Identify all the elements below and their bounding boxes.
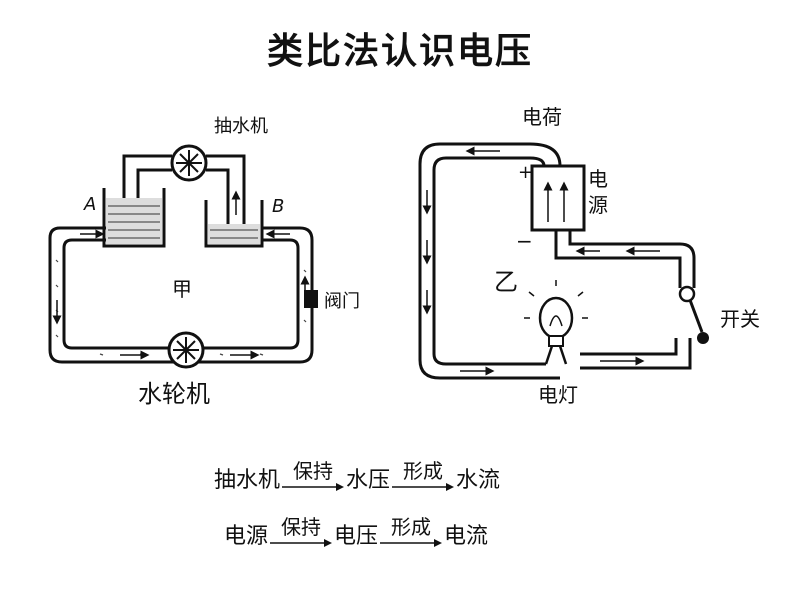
- water-center-label: 甲: [172, 277, 192, 301]
- relation-water: 抽水机 保持 水压 形成 水流: [214, 460, 500, 494]
- relation-arrow: 形成: [380, 515, 443, 550]
- water-circuit: 抽水机 水轮机 阀门 A B 甲: [48, 116, 360, 408]
- turbine-label: 水轮机: [138, 380, 210, 408]
- plus-sign: +: [518, 162, 533, 183]
- relation-electric: 电源 保持 电压 形成 电流: [224, 516, 488, 550]
- relation-source: 抽水机: [214, 468, 281, 493]
- arrow-icon: [380, 539, 443, 547]
- source-label-1: 电: [588, 167, 608, 191]
- relation-verb: 保持: [281, 515, 322, 539]
- tank-b-label: B: [272, 196, 284, 217]
- valve-icon: [304, 290, 318, 308]
- pump-label: 抽水机: [214, 116, 268, 137]
- arrow-icon: [282, 483, 345, 491]
- arrow-icon: [392, 483, 455, 491]
- lamp-label: 电灯: [538, 383, 578, 407]
- battery-icon: [530, 164, 586, 232]
- electric-center-label: 乙: [494, 268, 518, 296]
- turbine-icon: [167, 331, 205, 369]
- relation-arrow: 形成: [392, 459, 455, 494]
- electric-circuit: 电荷 电 源 + − 乙 开关 电灯: [418, 105, 760, 407]
- relation-verb: 形成: [403, 459, 444, 483]
- relation-middle: 水压: [346, 468, 391, 493]
- page-title: 类比法认识电压: [266, 30, 533, 72]
- source-label-2: 源: [588, 193, 608, 217]
- pump-icon: [170, 144, 208, 182]
- relation-result: 电流: [444, 524, 489, 549]
- tank-a-label: A: [83, 194, 96, 215]
- valve-label: 阀门: [324, 291, 360, 312]
- charge-label: 电荷: [522, 105, 562, 129]
- minus-sign: −: [516, 229, 533, 253]
- relation-result: 水流: [456, 468, 501, 493]
- relation-arrow: 保持: [282, 459, 345, 494]
- analogy-diagram: 抽水机 水轮机 阀门 A B 甲: [48, 105, 760, 408]
- relation-middle: 电压: [334, 524, 379, 549]
- relation-verb: 形成: [391, 515, 432, 539]
- arrow-icon: [270, 539, 333, 547]
- switch-label: 开关: [720, 307, 760, 331]
- switch-icon: [678, 285, 709, 344]
- lamp-icon: [524, 280, 588, 365]
- relation-arrow: 保持: [270, 515, 333, 550]
- relation-source: 电源: [224, 524, 269, 549]
- relation-verb: 保持: [293, 459, 334, 483]
